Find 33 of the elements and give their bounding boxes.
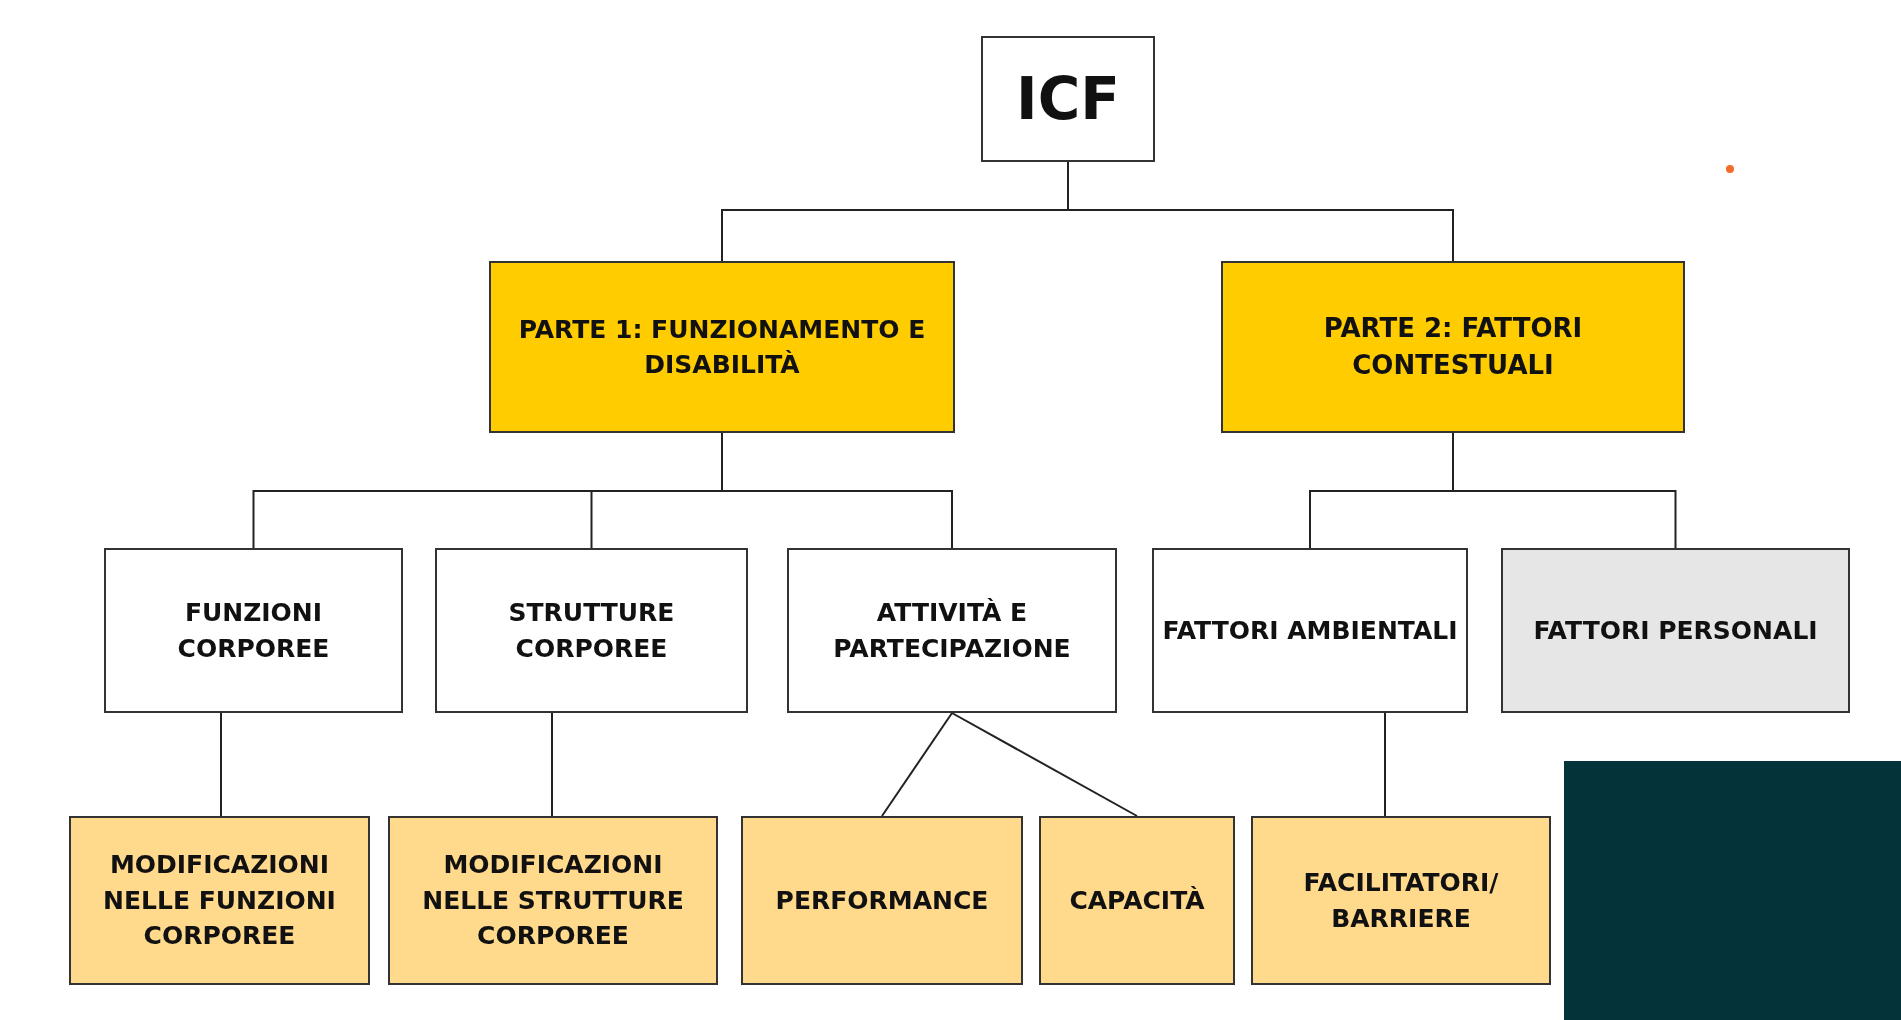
- category-box: [1152, 548, 1468, 713]
- category-box: [435, 548, 748, 713]
- box-label: CAPACITÀ: [1069, 884, 1205, 917]
- box-label: ICF: [1016, 63, 1120, 135]
- box-label: FATTORI AMBIENTALI: [1162, 614, 1458, 647]
- category-box: [1221, 261, 1685, 433]
- category-box: [69, 816, 370, 985]
- connector-line: [551, 712, 553, 817]
- box-label: PERFORMANCE: [775, 884, 989, 917]
- category-box: [787, 548, 1117, 713]
- box-label: FACILITATORI/ BARRIERE: [1302, 867, 1500, 935]
- category-box: [104, 548, 403, 713]
- box-label: FATTORI PERSONALI: [1533, 614, 1818, 647]
- connector-line: [951, 712, 1138, 817]
- category-box: [388, 816, 718, 985]
- category-box: [1501, 548, 1850, 713]
- box-label: ATTIVITÀ E PARTECIPAZIONE: [832, 597, 1072, 665]
- connector-line: [1452, 432, 1677, 549]
- category-box: [1039, 816, 1235, 985]
- box-label: FUNZIONI CORPOREE: [176, 597, 331, 665]
- box-label: PARTE 2: FATTORI CONTESTUALI: [1322, 312, 1584, 382]
- category-box: [489, 261, 955, 433]
- box-label: STRUTTURE CORPOREE: [507, 597, 676, 665]
- category-box: [741, 816, 1023, 985]
- category-box: [1251, 816, 1551, 985]
- connector-line: [220, 712, 222, 817]
- box-label: MODIFICAZIONI NELLE STRUTTURE CORPOREE: [421, 849, 685, 953]
- box-label: PARTE 1: FUNZIONAMENTO E DISABILITÀ: [517, 313, 927, 381]
- box-label: MODIFICAZIONI NELLE FUNZIONI CORPOREE: [102, 849, 337, 953]
- connector-line: [1384, 712, 1386, 817]
- connector-line: [881, 712, 953, 817]
- root-box: [981, 36, 1155, 162]
- connector-line: [721, 432, 953, 549]
